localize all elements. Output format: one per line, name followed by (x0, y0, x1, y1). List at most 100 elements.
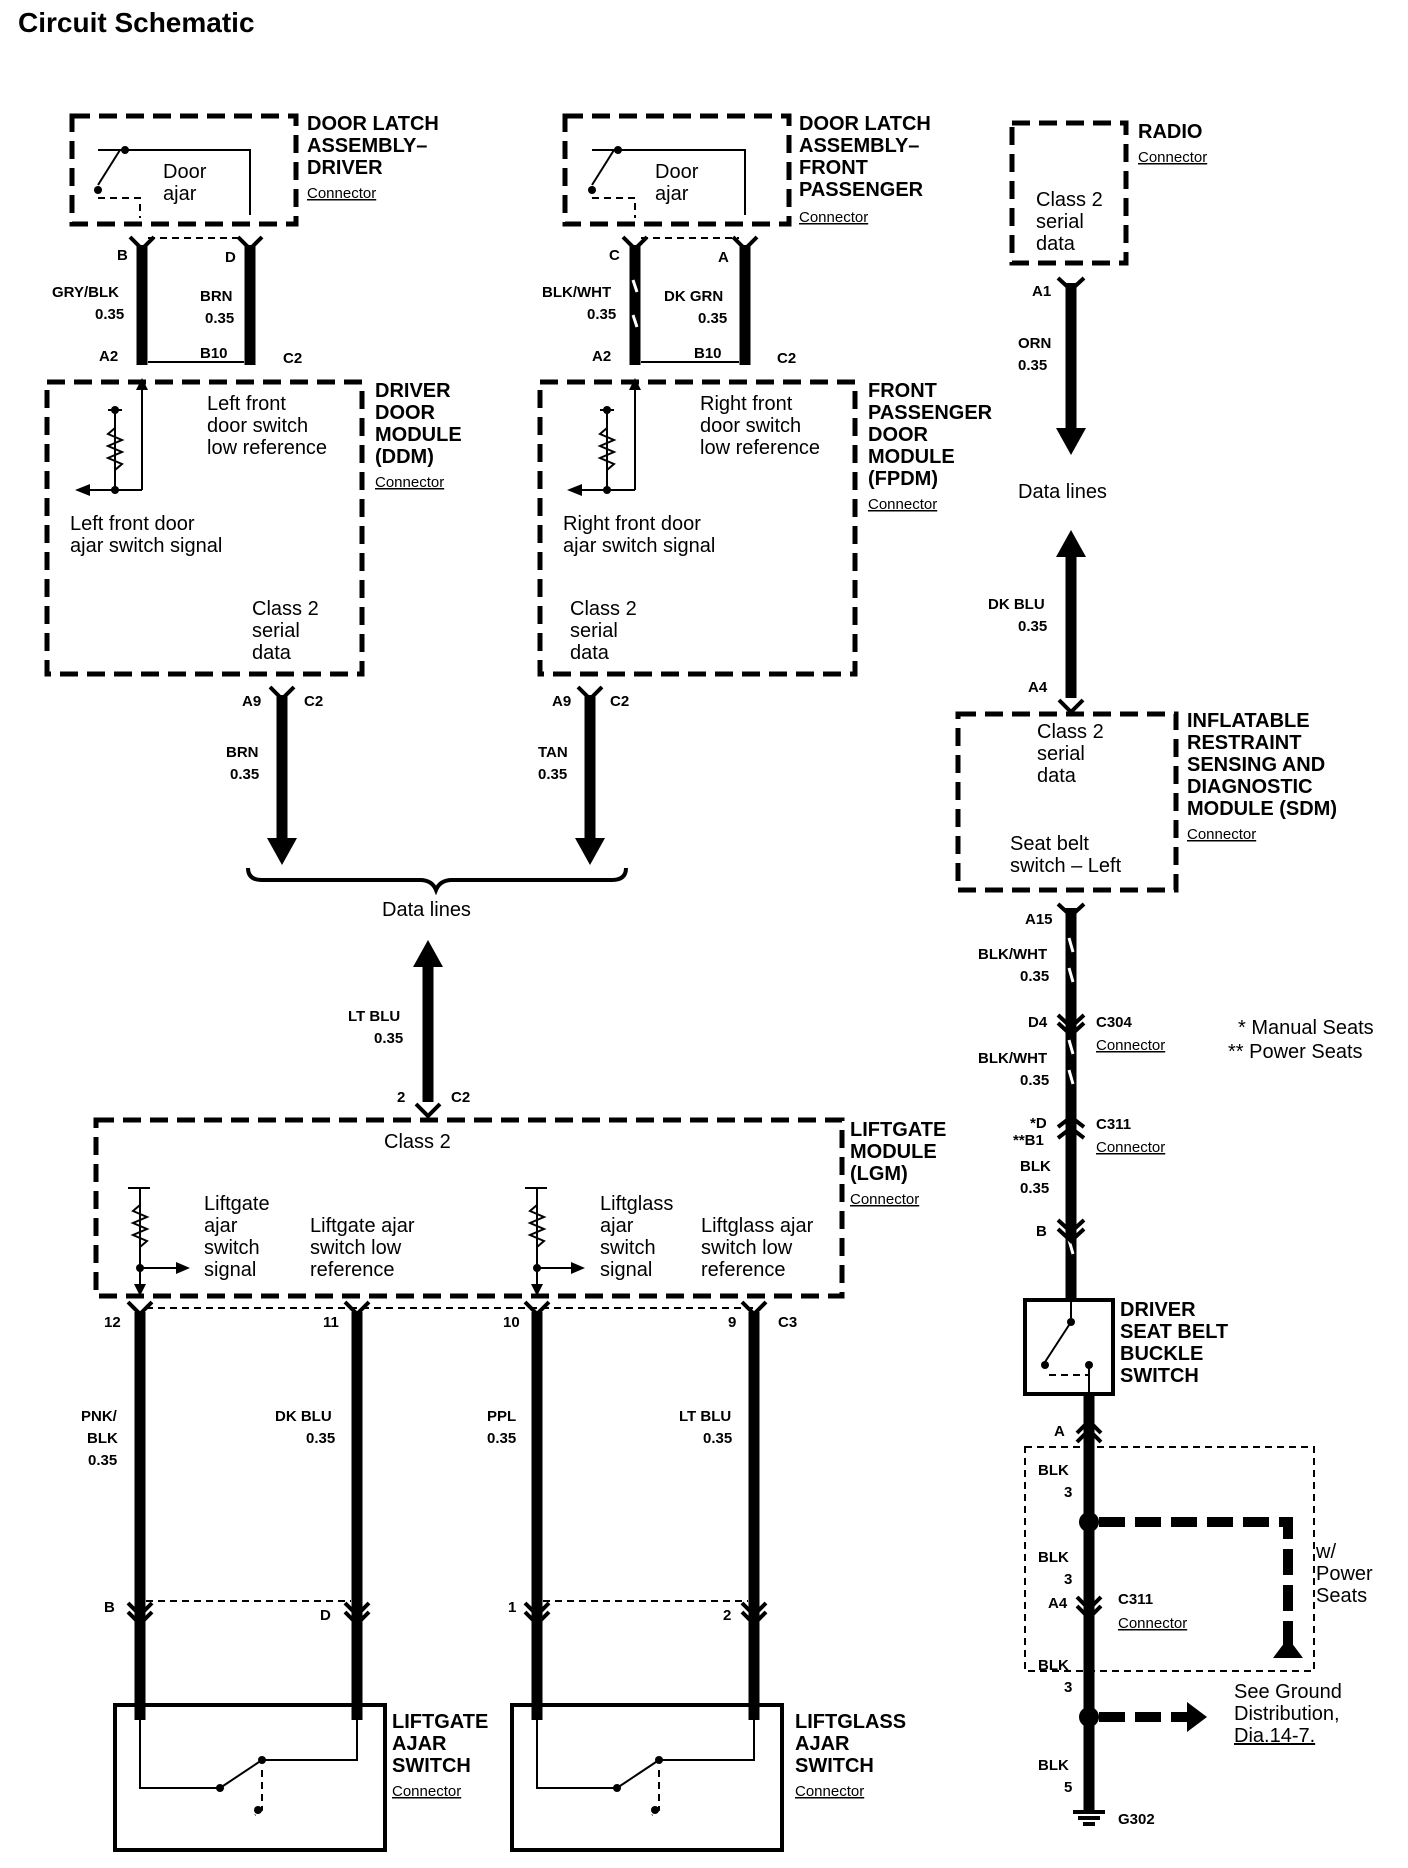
wire-gauge: 0.35 (230, 766, 259, 783)
pin-label: D4 (1028, 1014, 1048, 1031)
pin-label: 10 (503, 1314, 520, 1331)
module-text: switch low (310, 1237, 402, 1259)
component-name: MODULE (850, 1141, 937, 1163)
connector-label: Connector (1187, 826, 1256, 843)
connector-label: Connector (375, 474, 444, 491)
module-text: Liftglass (600, 1193, 673, 1215)
seatbelt-circuit: A15 BLK/WHT 0.35 D4 C304 Connector BLK/W… (978, 902, 1374, 1300)
wire-gauge: 0.35 (1020, 968, 1049, 985)
radio-class2: data (1036, 233, 1076, 255)
module-text: door switch (700, 415, 801, 437)
component-name: DRIVER (375, 380, 451, 402)
door-ajar-label: Door (163, 161, 207, 183)
component-name: DOOR LATCH (307, 113, 439, 135)
wire-color: BLK/WHT (542, 284, 611, 301)
component-name: SEAT BELT (1120, 1321, 1228, 1343)
wire-color: PNK/ (81, 1408, 118, 1425)
wire-color: BLK (1038, 1549, 1069, 1566)
module-text: data (570, 642, 610, 664)
connector-label: Connector (307, 185, 376, 202)
door-ajar-label: ajar (655, 183, 689, 205)
module-text: Right front (700, 393, 793, 415)
wire-color: LT BLU (348, 1008, 400, 1025)
module-text: serial (570, 620, 618, 642)
connector-label: Connector (799, 209, 868, 226)
wire-gauge: 0.35 (88, 1452, 117, 1469)
module-text: Seat belt (1010, 833, 1089, 855)
pin-label: A (1054, 1423, 1065, 1440)
component-name: AJAR (392, 1733, 447, 1755)
sdm-data-line: DK BLU 0.35 A4 (988, 530, 1086, 715)
see-ground-note: See Ground (1234, 1681, 1342, 1703)
ground-circuit: A BLK 3 w/ Power Seats BLK 3 A4 C311 Con… (1024, 1394, 1373, 1828)
wire-color: BRN (226, 744, 259, 761)
wire-color: BLK (1038, 1757, 1069, 1774)
module-text: Right front door (563, 513, 701, 535)
module-text: Class 2 (252, 598, 319, 620)
wire-gauge: 0.35 (1020, 1180, 1049, 1197)
front-passenger-door-module: Right front door switch low reference Ri… (537, 378, 993, 865)
data-lines-bus: Data lines LT BLU 0.35 2 C2 (246, 867, 628, 1119)
radio-class2: serial (1036, 211, 1084, 233)
module-text: signal (204, 1259, 256, 1281)
module-text: Left front (207, 393, 286, 415)
wire-color: LT BLU (679, 1408, 731, 1425)
liftgate-module: Class 2 Liftgate ajar switch signal Lift… (93, 1117, 946, 1299)
legend-text: * Manual Seats (1238, 1017, 1374, 1039)
module-text: switch low (701, 1237, 793, 1259)
power-seats-note: w/ (1315, 1541, 1336, 1563)
component-name: MODULE (SDM) (1187, 798, 1337, 820)
wire-gauge: 0.35 (487, 1430, 516, 1447)
connector-label: Connector (850, 1191, 919, 1208)
pin-label: D (320, 1607, 331, 1624)
passenger-door-wires: C A BLK/WHT 0.35 DK GRN 0.35 A2 B10 C2 (542, 235, 796, 367)
wire-color: BLK/WHT (978, 946, 1047, 963)
module-text: Class 2 (384, 1131, 451, 1153)
module-text: door switch (207, 415, 308, 437)
wire-color: ORN (1018, 335, 1051, 352)
connector-label: Connector (868, 496, 937, 513)
data-lines-label: Data lines (382, 899, 471, 921)
pin-label: B (1036, 1223, 1047, 1240)
connector-label: Connector (1096, 1037, 1165, 1054)
wire-color: BLK (1020, 1158, 1051, 1175)
pin-label: C2 (777, 350, 796, 367)
module-text: switch (600, 1237, 656, 1259)
pin-label: 2 (723, 1607, 731, 1624)
pin-label: A4 (1048, 1595, 1068, 1612)
component-name: DIAGNOSTIC (1187, 776, 1313, 798)
module-text: low reference (700, 437, 820, 459)
connector-id: C304 (1096, 1014, 1133, 1031)
pin-label: A2 (99, 348, 118, 365)
pin-label: C2 (451, 1089, 470, 1106)
door-latch-passenger: Door ajar DOOR LATCH ASSEMBLY– FRONT PAS… (562, 113, 931, 227)
pin-label: B (117, 247, 128, 264)
wire-gauge: 0.35 (1018, 618, 1047, 635)
wire-gauge: 0.35 (306, 1430, 335, 1447)
component-name: PASSENGER (868, 402, 993, 424)
liftglass-ajar-switch: LIFTGLASS AJAR SWITCH Connector (510, 1703, 906, 1852)
module-text: Liftgate ajar (310, 1215, 415, 1237)
page-title: Circuit Schematic (18, 7, 255, 38)
wire-gauge: 0.35 (1018, 357, 1047, 374)
component-name: RADIO (1138, 121, 1202, 143)
wire-color: PPL (487, 1408, 516, 1425)
driver-door-module: Left front door switch low reference Lef… (44, 378, 462, 865)
liftgate-ajar-switch: LIFTGATE AJAR SWITCH Connector (113, 1703, 488, 1852)
pin-label: B (104, 1599, 115, 1616)
connector-id: C311 (1118, 1591, 1153, 1608)
component-name: LIFTGATE (392, 1711, 488, 1733)
component-name: (DDM) (375, 446, 434, 468)
ground-id: G302 (1118, 1811, 1155, 1828)
module-text: reference (310, 1259, 395, 1281)
liftgate-module-wires: 12 11 10 9 C3 PNK/ BLK 0.35 DK BLU 0.35 … (81, 1300, 797, 1720)
door-latch-driver: Door ajar DOOR LATCH ASSEMBLY– DRIVER Co… (69, 113, 439, 227)
module-text: ajar (600, 1215, 634, 1237)
pin-label: **B1 (1013, 1132, 1044, 1149)
wire-color: BLK (1038, 1657, 1069, 1674)
component-name: DOOR (868, 424, 929, 446)
module-text: reference (701, 1259, 786, 1281)
data-lines-label: Data lines (1018, 481, 1107, 503)
pin-label: C2 (304, 693, 323, 710)
pin-label: A9 (242, 693, 261, 710)
